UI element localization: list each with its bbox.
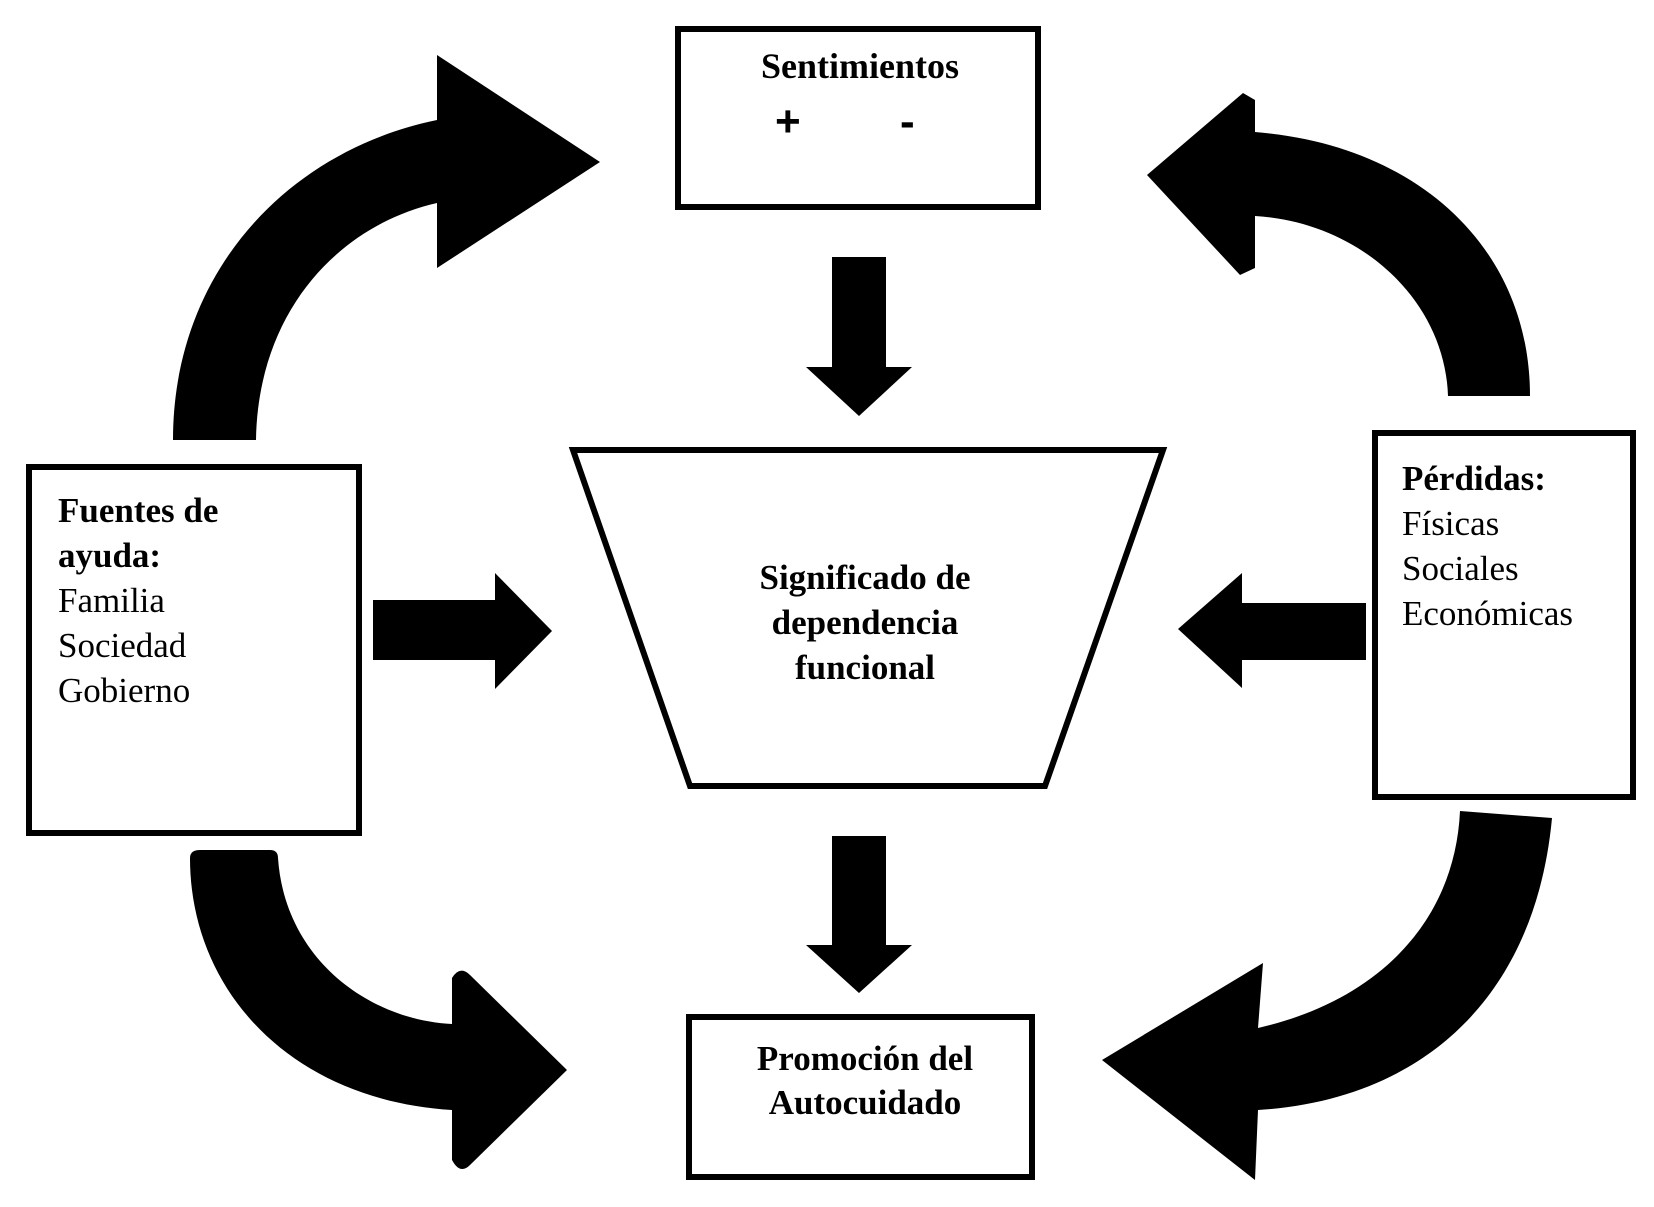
sentimientos-box bbox=[675, 26, 1041, 210]
arrow-significado-to-promocion bbox=[806, 836, 912, 993]
fuentes-item: Familia bbox=[58, 581, 165, 620]
perdidas-content: Pérdidas: Físicas Sociales Económicas bbox=[1402, 456, 1573, 636]
perdidas-item: Físicas bbox=[1402, 504, 1500, 543]
positive-symbol: + bbox=[775, 97, 801, 146]
perdidas-box bbox=[1372, 430, 1636, 800]
arrow-fuentes-to-promocion bbox=[190, 850, 567, 1169]
arrow-perdidas-to-significado bbox=[1178, 573, 1366, 688]
arrow-perdidas-to-sentimientos bbox=[1147, 93, 1530, 396]
arrow-sentimientos-to-significado bbox=[806, 257, 912, 416]
arrow-perdidas-to-promocion bbox=[1102, 811, 1552, 1180]
significado-content: Significado de dependencia funcional bbox=[700, 555, 1030, 690]
fuentes-title-line2: ayuda: bbox=[58, 536, 162, 575]
significado-line: dependencia bbox=[771, 603, 959, 642]
perdidas-title: Pérdidas: bbox=[1402, 459, 1546, 498]
fuentes-item: Sociedad bbox=[58, 626, 187, 665]
negative-symbol: - bbox=[900, 97, 915, 146]
fuentes-item: Gobierno bbox=[58, 671, 191, 710]
arrow-fuentes-to-significado bbox=[373, 573, 552, 689]
perdidas-item: Sociales bbox=[1402, 549, 1519, 588]
significado-line: funcional bbox=[794, 648, 936, 687]
arrow-fuentes-to-sentimientos bbox=[173, 55, 600, 440]
promocion-line: Promoción del bbox=[756, 1039, 974, 1078]
fuentes-box bbox=[26, 464, 362, 836]
perdidas-item: Económicas bbox=[1402, 594, 1574, 633]
significado-trapezoid bbox=[568, 447, 1168, 789]
promocion-box bbox=[686, 1014, 1035, 1180]
promocion-line: Autocuidado bbox=[768, 1083, 962, 1122]
promocion-content: Promoción del Autocuidado bbox=[700, 1037, 1030, 1125]
fuentes-content: Fuentes de ayuda: Familia Sociedad Gobie… bbox=[58, 488, 218, 713]
sentimientos-title: Sentimientos bbox=[761, 46, 959, 86]
fuentes-title-line1: Fuentes de bbox=[58, 491, 219, 530]
significado-line: Significado de bbox=[759, 558, 971, 597]
